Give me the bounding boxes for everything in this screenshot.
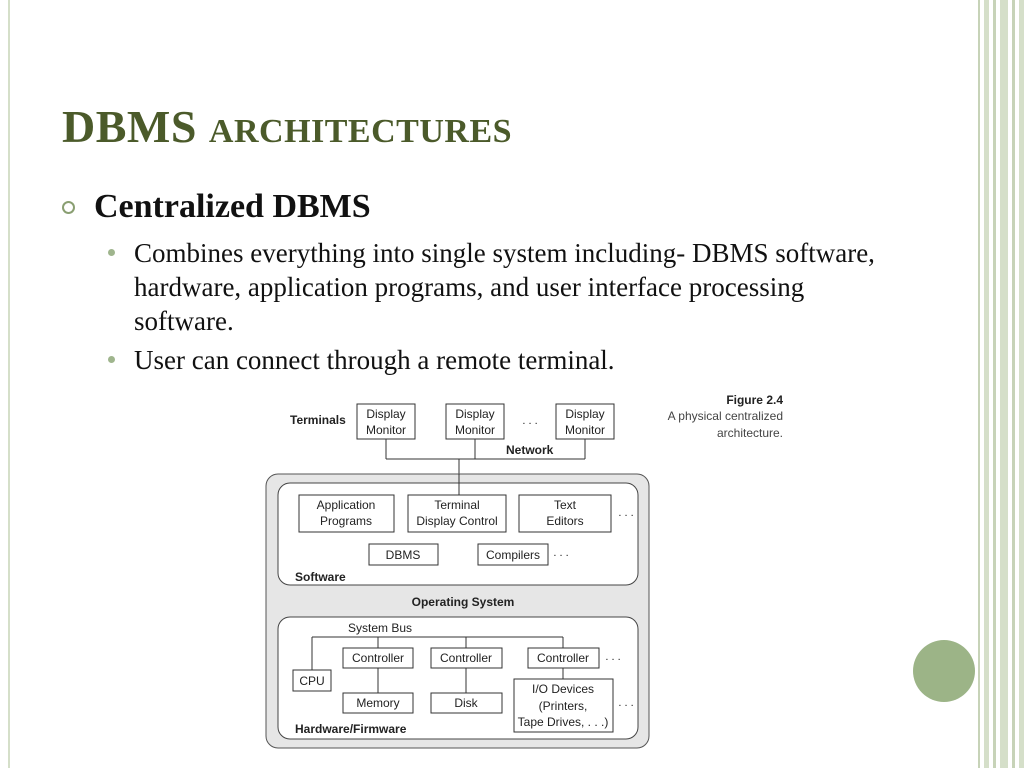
main-bullet-text: Centralized DBMS (94, 188, 371, 225)
svg-text:Terminal: Terminal (434, 498, 479, 512)
frame-line (1012, 0, 1015, 768)
svg-text:(Printers,: (Printers, (539, 699, 588, 713)
software-label: Software (295, 570, 346, 584)
svg-text:Tape Drives, . . .): Tape Drives, . . .) (518, 715, 609, 729)
svg-text:Display: Display (565, 407, 604, 421)
svg-text:I/O Devices: I/O Devices (532, 682, 594, 696)
svg-text:Application: Application (317, 498, 376, 512)
frame-line (1000, 0, 1008, 768)
svg-text:Monitor: Monitor (366, 423, 406, 437)
dot-bullet-icon (108, 249, 115, 256)
frame-line (978, 0, 980, 768)
svg-text:Programs: Programs (320, 514, 372, 528)
io-devices-box: I/O Devices (Printers, Tape Drives, . . … (513, 678, 614, 733)
dbms-box: DBMS (368, 543, 439, 566)
ellipsis: . . . (553, 547, 568, 559)
operating-system-label: Operating System (412, 595, 515, 609)
svg-text:Editors: Editors (546, 514, 583, 528)
network-label: Network (506, 443, 554, 457)
ellipsis: . . . (618, 507, 633, 519)
svg-text:Controller: Controller (352, 651, 404, 665)
slide-title: DBMS Architectures (62, 100, 512, 153)
frame-line (8, 0, 10, 768)
frame-line (1019, 0, 1024, 768)
terminal-display-control-box: Terminal Display Control (407, 494, 507, 533)
svg-text:Monitor: Monitor (565, 423, 605, 437)
title-rest: Architectures (208, 113, 513, 150)
hardware-firmware-label: Hardware/Firmware (295, 722, 407, 736)
system-bus-label: System Bus (348, 621, 412, 635)
svg-text:CPU: CPU (299, 674, 324, 688)
title-main: DBMS (62, 101, 209, 152)
circle-bullet-icon (62, 201, 75, 214)
ellipsis: . . . (522, 415, 537, 427)
svg-text:Controller: Controller (537, 651, 589, 665)
svg-text:Controller: Controller (440, 651, 492, 665)
cpu-box: CPU (292, 669, 332, 692)
figure-caption-line2: architecture. (717, 426, 783, 440)
sub-bullet-text: User can connect through a remote termin… (134, 345, 615, 375)
decorative-circle (913, 640, 975, 702)
ellipsis: . . . (605, 651, 620, 663)
figure-caption-title: Figure 2.4 (726, 393, 783, 407)
application-programs-box: Application Programs (298, 494, 395, 533)
sub-bullet-text: Combines everything into single system i… (134, 238, 875, 336)
svg-text:DBMS: DBMS (386, 548, 421, 562)
dot-bullet-icon (108, 356, 115, 363)
display-monitor-box: Display Monitor (356, 403, 416, 440)
svg-text:Monitor: Monitor (455, 423, 495, 437)
text-editors-box: Text Editors (518, 494, 612, 533)
display-monitor-box: Display Monitor (445, 403, 505, 440)
svg-text:Display: Display (455, 407, 494, 421)
figure-caption-line1: A physical centralized (668, 409, 783, 423)
controller-box: Controller (430, 647, 503, 669)
controller-box: Controller (342, 647, 414, 669)
frame-line (984, 0, 989, 768)
svg-text:Compilers: Compilers (486, 548, 540, 562)
terminals-label: Terminals (290, 413, 346, 427)
controller-box: Controller (527, 647, 600, 669)
display-monitor-box: Display Monitor (555, 403, 615, 440)
compilers-box: Compilers (477, 543, 549, 566)
svg-text:Display: Display (366, 407, 405, 421)
frame-line (993, 0, 996, 768)
system-bus-lines (311, 636, 564, 693)
svg-text:Memory: Memory (356, 696, 399, 710)
svg-text:Disk: Disk (454, 696, 478, 710)
svg-text:Text: Text (554, 498, 577, 512)
memory-box: Memory (342, 692, 414, 714)
svg-text:Display Control: Display Control (416, 514, 497, 528)
disk-box: Disk (430, 692, 503, 714)
ellipsis: . . . (618, 697, 633, 709)
